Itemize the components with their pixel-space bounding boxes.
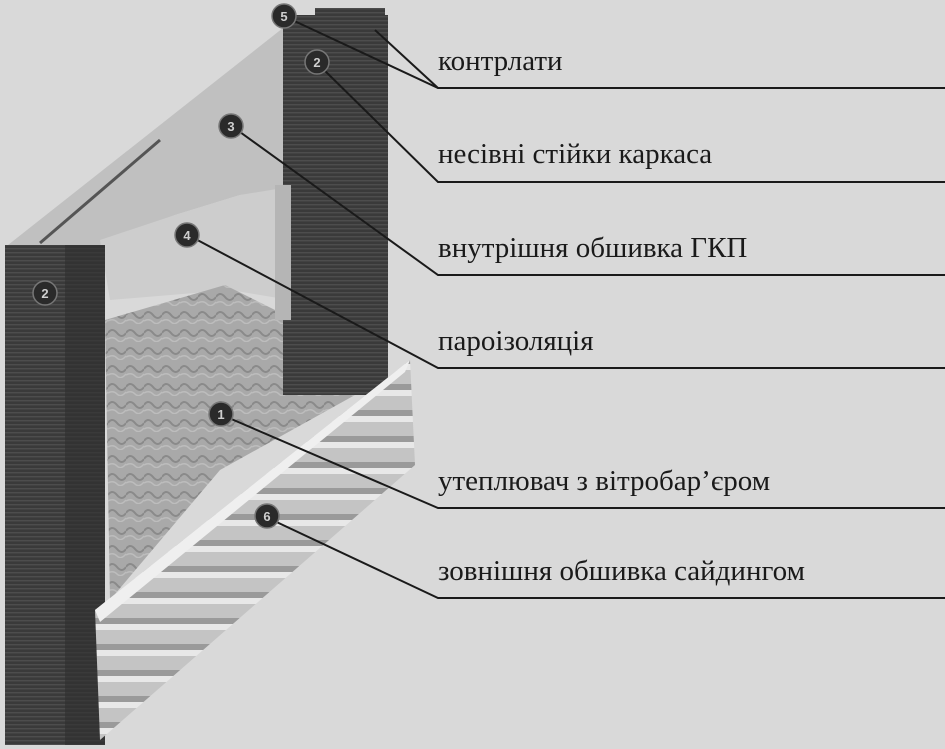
label-outer-siding-cladding: зовнішня обшивка сайдингом bbox=[438, 555, 805, 587]
leader-insulation bbox=[221, 414, 945, 509]
marker-4: 4 bbox=[174, 222, 200, 248]
marker-3: 3 bbox=[218, 113, 244, 139]
svg-text:2: 2 bbox=[313, 55, 320, 70]
svg-text:4: 4 bbox=[183, 228, 191, 243]
svg-text:5: 5 bbox=[280, 9, 287, 24]
marker-2-left: 2 bbox=[32, 280, 58, 306]
leader-siding bbox=[267, 517, 945, 599]
label-insulation-wind-barrier: утеплювач з вітробар’єром bbox=[438, 465, 770, 497]
leader-vapor bbox=[187, 234, 945, 369]
leader-studs bbox=[317, 63, 945, 183]
post-shadow bbox=[275, 185, 291, 320]
leader-lines bbox=[187, 17, 945, 599]
svg-text:6: 6 bbox=[263, 509, 270, 524]
gypsum-board-panel bbox=[8, 28, 283, 245]
label-counter-battens: контрлати bbox=[438, 45, 563, 77]
marker-5: 5 bbox=[271, 3, 297, 29]
gypsum-board-edge bbox=[39, 138, 161, 245]
label-load-bearing-studs: несівні стійки каркаса bbox=[438, 138, 712, 170]
siding-top-edge bbox=[95, 360, 410, 622]
label-inner-gypsum-cladding: внутрішня обшивка ГКП bbox=[438, 232, 747, 264]
marker-2-right: 2 bbox=[304, 49, 330, 75]
svg-text:3: 3 bbox=[227, 119, 234, 134]
svg-text:2: 2 bbox=[41, 286, 48, 301]
siding-cladding bbox=[95, 360, 415, 740]
marker-6: 6 bbox=[254, 503, 280, 529]
label-vapor-barrier: пароізоляція bbox=[438, 325, 594, 357]
leader-counter-battens-b bbox=[374, 29, 439, 89]
leader-gypsum bbox=[232, 126, 945, 276]
svg-text:1: 1 bbox=[217, 407, 224, 422]
marker-1: 1 bbox=[208, 401, 234, 427]
